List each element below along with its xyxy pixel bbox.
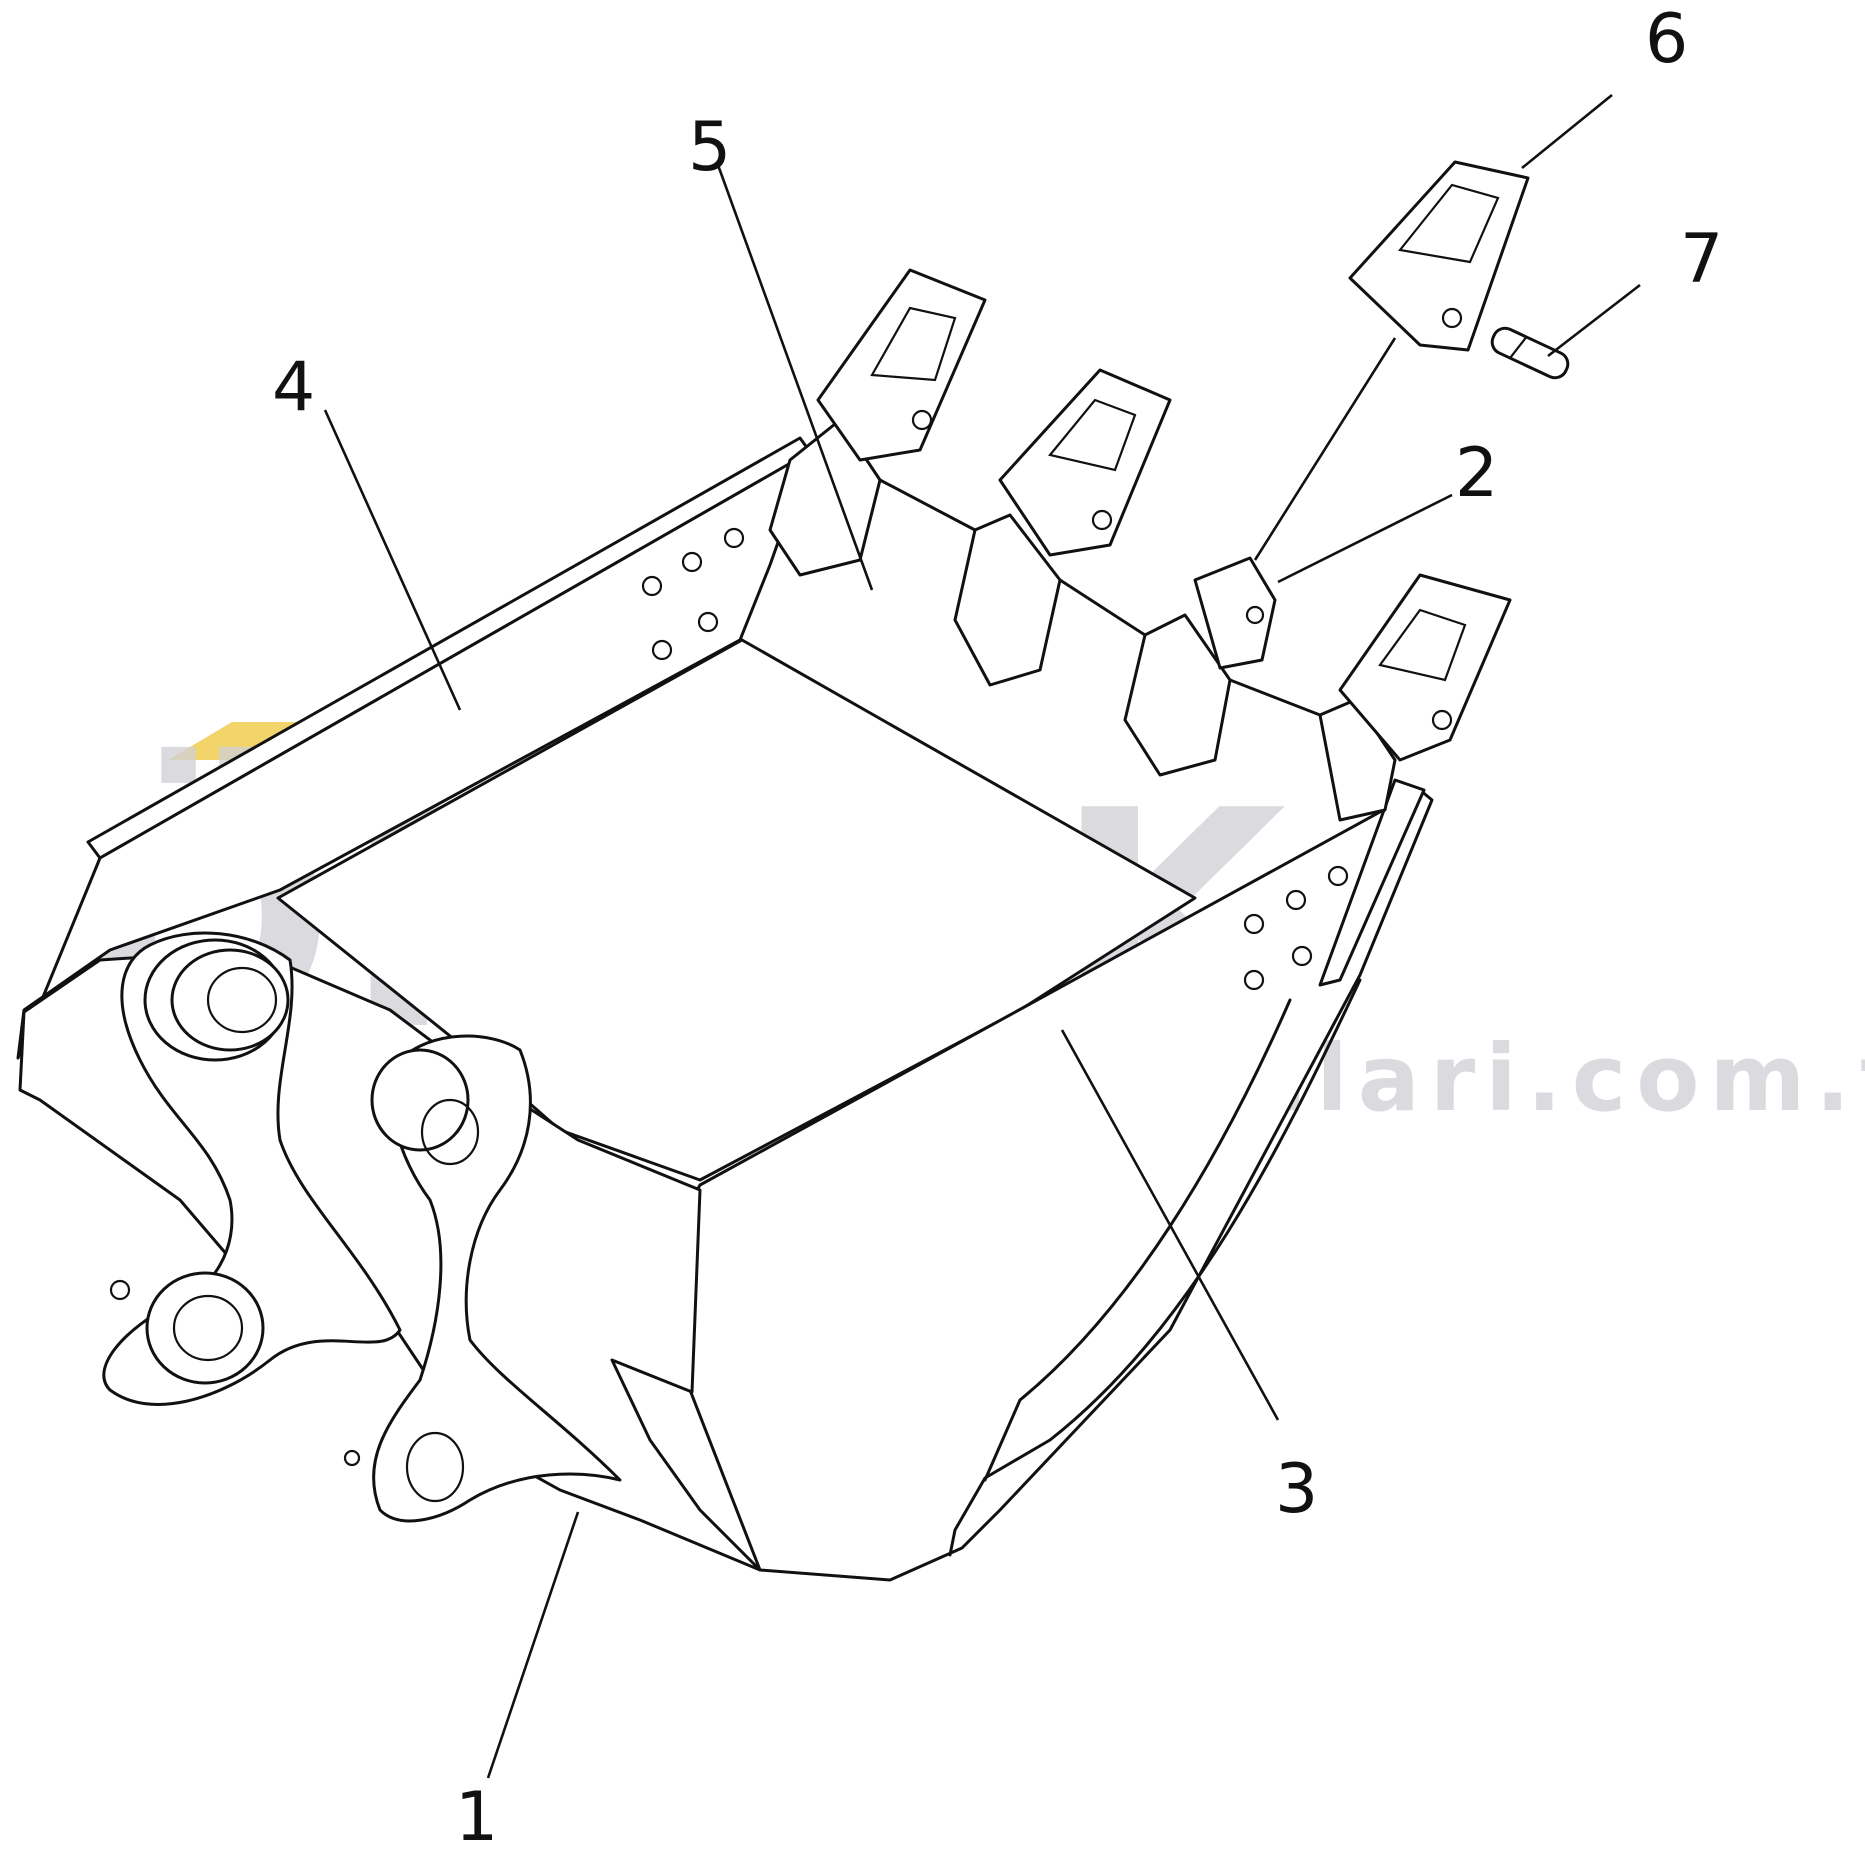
callout-6: 6 [1645, 0, 1688, 79]
leader-3 [1060, 1029, 1280, 1421]
callout-1: 1 [455, 1778, 498, 1853]
leader-5 [716, 164, 874, 591]
tooth-detached [1348, 160, 1530, 352]
callout-7: 7 [1680, 220, 1723, 299]
tooth-row [816, 268, 1512, 762]
leader-7 [1547, 283, 1641, 358]
leader-6-to-2 [1253, 337, 1397, 561]
hinge-mount-right [343, 1034, 622, 1523]
callout-3: 3 [1275, 1450, 1318, 1529]
leader-lines [323, 93, 1641, 1779]
bucket-drawing [16, 160, 1570, 1582]
leader-4 [323, 409, 462, 711]
pin-detached [1490, 326, 1570, 380]
callout-5: 5 [688, 108, 731, 187]
side-plate-right [608, 778, 1434, 1582]
callout-4: 4 [272, 348, 315, 427]
side-plate-left [16, 436, 812, 1060]
callouts: 1 2 3 4 5 6 7 [272, 0, 1723, 1853]
callout-2: 2 [1455, 434, 1498, 513]
hinge-mount-left [102, 931, 402, 1406]
leader-1 [486, 1511, 580, 1779]
leader-6 [1521, 93, 1613, 170]
leader-2 [1277, 493, 1453, 584]
